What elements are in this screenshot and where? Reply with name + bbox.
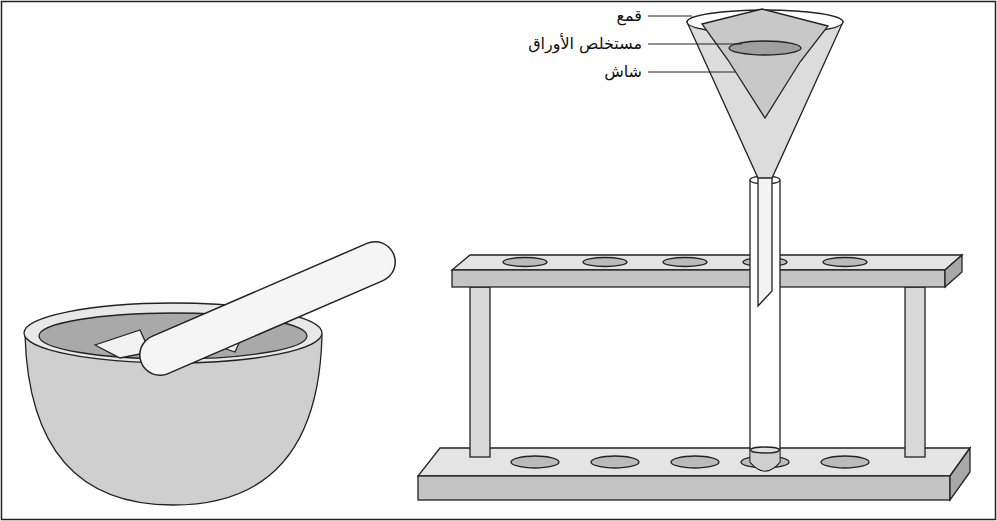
funnel xyxy=(687,9,843,306)
part-label: شاش xyxy=(604,62,642,81)
test-tube-rack xyxy=(418,255,970,500)
mortar-pestle xyxy=(24,262,375,505)
part-label: قمع xyxy=(617,6,642,25)
leader-lines xyxy=(648,16,742,72)
part-label: مستخلص الأوراق xyxy=(528,34,642,53)
test-tube xyxy=(750,176,780,471)
